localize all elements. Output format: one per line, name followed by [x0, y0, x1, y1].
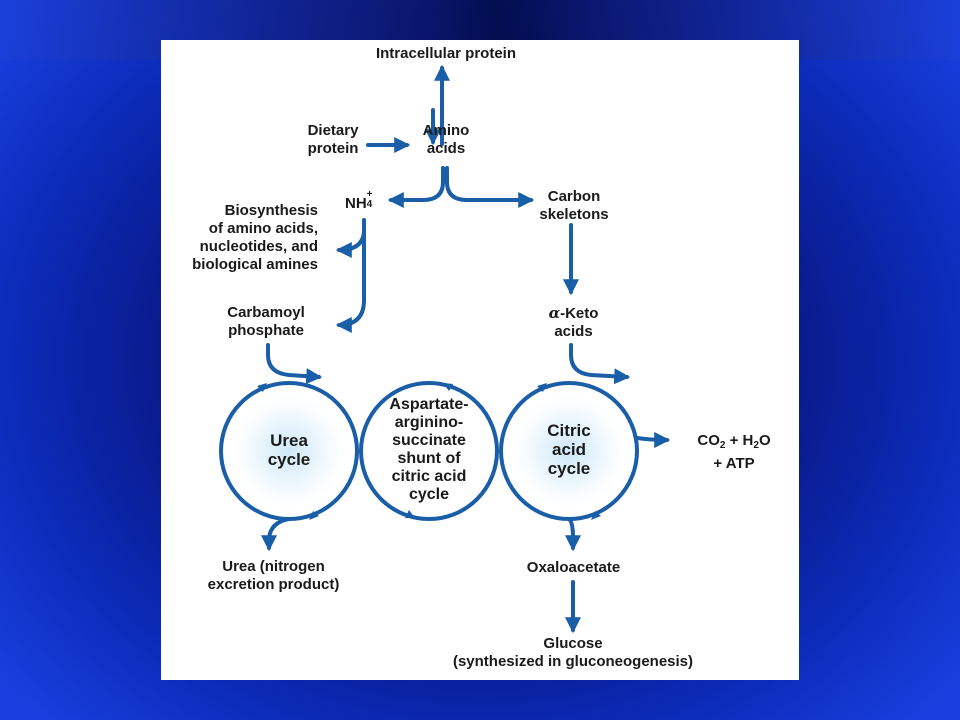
amino-to-carbon-arrow: [445, 166, 535, 208]
citric-cycle-arrowhead-top: [537, 383, 547, 392]
urea-cycle-arrowhead-bottom: [309, 511, 319, 520]
urea-cycle-arrowhead-top: [257, 383, 267, 392]
keto-to-citric-arrow: [569, 343, 631, 385]
oxaloacetate-label: Oxaloacetate: [526, 559, 621, 576]
alpha-keto-acids-label: α-Keto acids: [548, 304, 599, 340]
urea-cycle-glow: [227, 389, 351, 513]
citric-cycle-glow: [507, 389, 631, 513]
amino-acids-label: Amino acids: [422, 122, 470, 157]
citric-cycle-arrowhead-bottom: [591, 511, 601, 520]
shunt-cycle-ring: [359, 381, 499, 521]
glucose-label: Glucose (synthesized in gluconeogenesis): [452, 635, 694, 670]
shunt-cycle-arrowhead-top: [443, 383, 453, 391]
citric-acid-cycle-label: Citric acid cycle: [547, 421, 591, 478]
nh4-to-biosynthesis-arrow: [335, 218, 366, 258]
nh4-to-carbamoyl-arrow: [335, 228, 366, 333]
aspartate-shunt-label: Aspartate- arginino- succinate shunt of …: [389, 396, 469, 503]
urea-to-product-arrow: [261, 517, 291, 552]
dietary-protein-label: Dietary protein: [307, 122, 359, 157]
carbamoyl-to-urea-arrow: [266, 343, 323, 385]
co2-h2o-atp-label: CO2 + H2O + ATP: [697, 432, 771, 472]
urea-product-label: Urea (nitrogen excretion product): [207, 558, 340, 593]
intracellular-protein-label: Intracellular protein: [375, 45, 517, 62]
diagram-panel: Intracellular protein Dietary protein Am…: [161, 40, 799, 680]
citric-to-oxaloacetate-arrow: [565, 517, 581, 552]
pathway-arrows: [219, 64, 671, 634]
carbon-skeletons-label: Carbon skeletons: [539, 188, 609, 223]
biosynthesis-label: Biosynthesis of amino acids, nucleotides…: [192, 202, 318, 273]
citric-to-co2-arrow: [635, 431, 671, 448]
amino-to-nh4-arrow: [387, 166, 445, 208]
carbamoyl-phosphate-label: Carbamoyl phosphate: [227, 304, 305, 339]
shunt-cycle-arrowhead-bottom: [405, 510, 415, 518]
urea-cycle-label: Urea cycle: [267, 431, 311, 469]
ammonium-label: NH+4: [345, 189, 373, 212]
